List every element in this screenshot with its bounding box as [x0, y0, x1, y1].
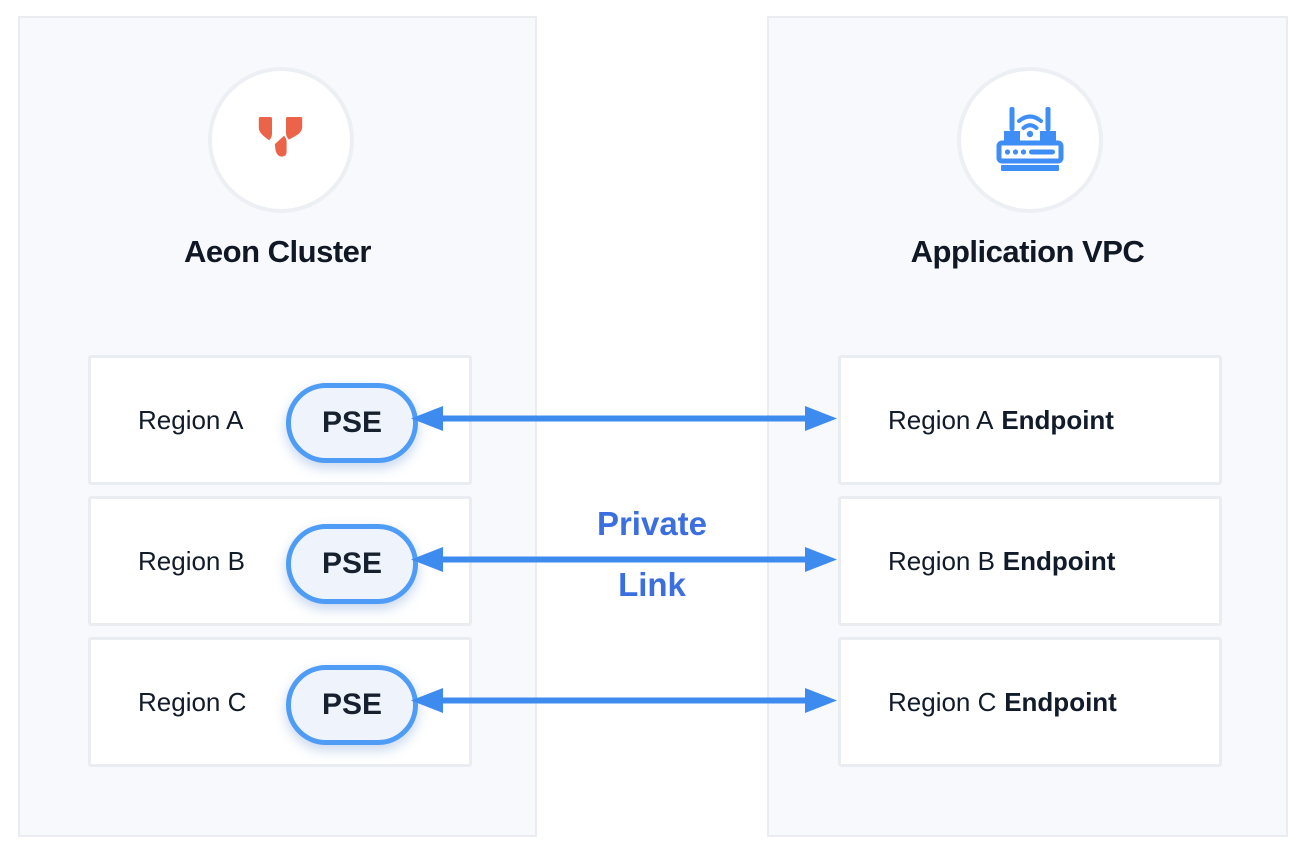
region-c-label: Region C: [138, 686, 247, 717]
router-circle: [957, 67, 1103, 213]
region-a-label: Region A: [138, 404, 244, 435]
aeon-region-row-a: Region A PSE: [88, 355, 472, 485]
router-icon: [995, 103, 1065, 178]
pse-badge-b: PSE: [286, 524, 418, 604]
aeon-logo-icon: [249, 106, 313, 175]
endpoint-c-suffix-text: Endpoint: [1004, 686, 1117, 717]
aeon-region-row-c: Region C PSE: [88, 637, 472, 767]
endpoint-b-suffix-text: Endpoint: [1002, 545, 1116, 576]
pse-badge-a: PSE: [286, 383, 418, 463]
private-link-label-line1: Private: [596, 505, 708, 542]
aeon-cluster-panel: Aeon Cluster Region A PSE Region B PSE R…: [18, 16, 537, 837]
aeon-region-row-b: Region B PSE: [88, 496, 472, 626]
endpoint-c-region-text: Region C: [888, 686, 997, 717]
region-b-label: Region B: [138, 545, 245, 576]
endpoint-a-suffix-text: Endpoint: [1001, 404, 1114, 435]
aeon-cluster-title: Aeon Cluster: [184, 234, 371, 269]
application-vpc-title: Application VPC: [910, 234, 1145, 269]
pse-badge-c: PSE: [286, 665, 418, 745]
endpoint-a-region-text: Region A: [888, 404, 994, 435]
aeon-logo-circle: [208, 67, 354, 213]
endpoint-b-region-text: Region B: [888, 545, 995, 576]
private-link-label-line2: Link: [618, 566, 686, 603]
